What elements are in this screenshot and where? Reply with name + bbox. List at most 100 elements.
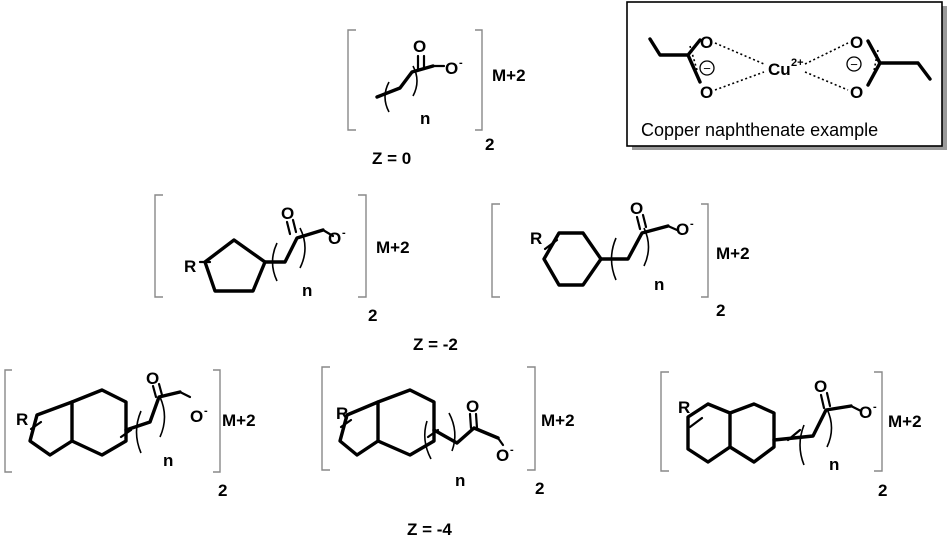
z4a-multiplier: 2 [218, 481, 227, 500]
z4a-anion-oxygen: O [190, 407, 203, 426]
z4b-co-bond [496, 436, 505, 447]
z4b-paren-left [423, 420, 432, 460]
z2a-anion-oxygen: O [328, 229, 341, 248]
z2a-anion-charge: - [342, 227, 346, 239]
z0-multiplier: 2 [485, 135, 494, 154]
z4b-chain [432, 426, 500, 445]
z4c-anion-charge: - [873, 401, 877, 413]
z4b-left-bracket [321, 366, 330, 471]
z4c-co-bond [849, 404, 863, 413]
z4c-right-bracket [874, 371, 883, 472]
inset-left-co [686, 53, 702, 84]
z2a-paren-left [271, 242, 278, 282]
inset-left-minus-circle [699, 60, 715, 76]
inset-left-minus: − [703, 61, 711, 76]
z2a-chain [263, 228, 325, 264]
z2b-ring [542, 231, 603, 287]
inset-left-ethyl [648, 37, 702, 57]
z4a-mass: M+2 [222, 411, 256, 430]
z2b-ring-substituent [543, 238, 559, 251]
z4a-carbonyl-oxygen: O [146, 369, 159, 388]
inset-right-ethyl [866, 39, 932, 81]
z0-carbonyl [416, 54, 426, 71]
z2a-multiplier: 2 [368, 306, 377, 325]
z2b-substituent: R [530, 229, 542, 248]
z0-right-bracket [475, 29, 483, 131]
z0-paren-left [384, 81, 390, 113]
z4a-left-bracket [4, 369, 12, 473]
z4a-repeat-n: n [163, 451, 173, 470]
z2a-co-bond [321, 228, 335, 238]
z0-repeat-n: n [420, 109, 430, 128]
z0-left-bracket [347, 29, 356, 131]
inset-left-o-bottom: O [700, 83, 713, 102]
z4b-mass: M+2 [541, 411, 575, 430]
z0-anion-charge: - [459, 57, 463, 69]
z4c-paren-left [799, 424, 805, 466]
z4a-six-ring [70, 388, 128, 457]
z4c-right-ring [728, 402, 776, 464]
z4a-five-ring [28, 400, 74, 457]
copper-inset: O O − Cu 2+ O O − Copper naphthenate exa… [626, 1, 947, 150]
z2a-right-bracket [358, 194, 367, 298]
z0-anion-oxygen: O [445, 59, 458, 78]
z4b-carbonyl-oxygen: O [466, 397, 479, 416]
inset-right-o-top: O [850, 33, 863, 52]
z4-decalin-structure: R O O - n M+2 2 [660, 371, 922, 500]
z4a-chain [124, 390, 182, 432]
z0-group-label: Z = 0 [372, 149, 411, 168]
z2b-mass: M+2 [716, 244, 750, 263]
z4b-anion-oxygen: O [496, 446, 509, 465]
z2-cyclohexyl-structure: R O O - n M+2 2 [491, 199, 750, 320]
z2b-repeat-n: n [654, 275, 664, 294]
z4c-carbonyl [819, 391, 832, 410]
z2-group-label: Z = -2 [413, 335, 458, 354]
z4b-multiplier: 2 [535, 479, 544, 498]
z0-carbonyl-oxygen: O [413, 37, 426, 56]
z4b-paren-right [448, 412, 456, 452]
inset-caption: Copper naphthenate example [641, 120, 878, 140]
z4c-left-bracket [660, 371, 669, 472]
z2b-paren-left [610, 237, 617, 281]
inset-copper-charge: 2+ [791, 57, 804, 69]
z4b-five-ring [338, 400, 380, 457]
z4-hydrindane-structure-2: R O O - n M+2 2 [321, 366, 575, 498]
inset-right-o-bottom: O [850, 83, 863, 102]
z2b-multiplier: 2 [716, 301, 725, 320]
z4b-carbonyl [468, 412, 479, 430]
z4a-ring-attachment [119, 428, 133, 439]
z2b-chain [599, 224, 670, 261]
z4c-paren-right [826, 408, 833, 448]
z2b-right-bracket [701, 203, 709, 298]
z4c-chain [772, 404, 853, 442]
z4a-co-bond [178, 390, 192, 399]
inset-box [626, 1, 943, 147]
z2a-paren-right [299, 227, 306, 269]
z4c-carbonyl-oxygen: O [814, 377, 827, 396]
z4c-substituent: R [678, 398, 690, 417]
z4-hydrindane-structure-1: R O O - n M+2 2 [4, 369, 256, 500]
z4b-ring-substituent [339, 418, 353, 429]
z2b-left-bracket [491, 203, 500, 298]
z4a-carbonyl [151, 382, 164, 399]
z2a-left-bracket [154, 194, 163, 298]
z4a-ring-substituent [29, 420, 43, 431]
z2b-co-bond [666, 224, 679, 232]
inset-left-o-top: O [700, 33, 713, 52]
z0-structure: O O - n M+2 2 Z = 0 [347, 29, 526, 168]
z4b-anion-charge: - [510, 444, 514, 456]
z4c-ring-substituent [688, 416, 704, 429]
z4c-multiplier: 2 [878, 481, 887, 500]
z0-paren-right [412, 65, 418, 97]
z2a-carbonyl-oxygen: O [281, 204, 294, 223]
z4a-paren-left [135, 410, 142, 454]
z2b-paren-right [643, 227, 650, 267]
z2b-carbonyl-oxygen: O [630, 199, 643, 218]
inset-right-minus: − [850, 57, 858, 72]
z2a-substituent: R [184, 257, 196, 276]
z4b-six-ring [376, 388, 436, 457]
z4b-substituent: R [336, 404, 348, 423]
z4c-repeat-n: n [829, 455, 839, 474]
z2b-carbonyl [635, 213, 648, 231]
